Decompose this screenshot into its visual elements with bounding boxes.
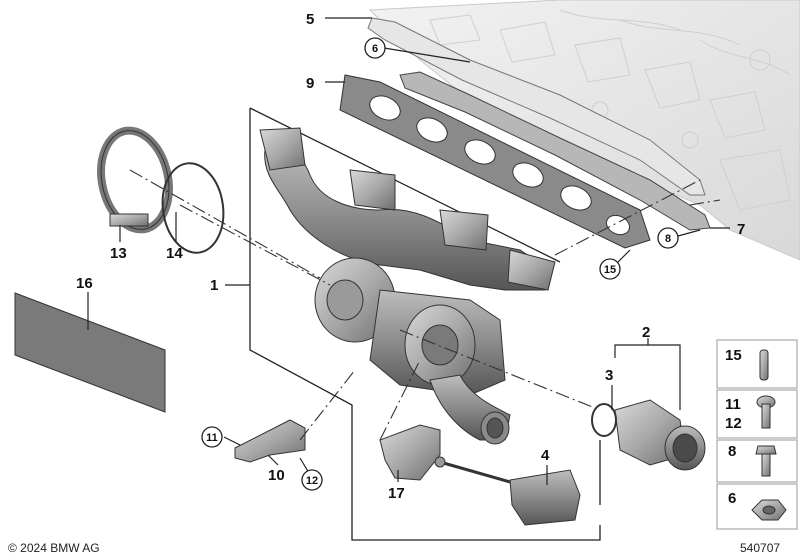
callout-15-circle: 15 bbox=[599, 258, 621, 280]
leader-lines bbox=[87, 17, 730, 485]
seal-ring-14 bbox=[161, 162, 225, 254]
svg-text:6: 6 bbox=[372, 43, 378, 55]
legend-8: 8 bbox=[728, 443, 736, 460]
callout-2: 2 bbox=[642, 324, 650, 341]
svg-text:12: 12 bbox=[306, 475, 318, 487]
insulation-panel-16 bbox=[14, 292, 166, 413]
callout-6-circle: 6 bbox=[364, 37, 386, 59]
legend-15: 15 bbox=[725, 347, 742, 364]
callout-17: 17 bbox=[388, 485, 405, 502]
legend-6: 6 bbox=[728, 490, 736, 507]
fastener-legend: 15 11 12 8 6 bbox=[716, 339, 798, 530]
dowel-pin-icon bbox=[759, 349, 769, 381]
hex-nut-icon bbox=[751, 499, 787, 521]
callout-8-circle: 8 bbox=[657, 227, 679, 249]
assembly-frame-1-top bbox=[249, 107, 561, 263]
actuator-4 bbox=[434, 456, 581, 526]
callout-16: 16 bbox=[76, 275, 93, 292]
callout-13: 13 bbox=[110, 245, 127, 262]
callout-4: 4 bbox=[541, 447, 550, 464]
seal-ring-3 bbox=[591, 403, 617, 437]
callout-9: 9 bbox=[306, 75, 314, 92]
turbocharger-assembly bbox=[259, 127, 556, 445]
callout-1: 1 bbox=[210, 277, 218, 294]
callout-11-circle: 11 bbox=[201, 426, 223, 448]
legend-12: 12 bbox=[725, 415, 742, 432]
copyright-text: © 2024 BMW AG bbox=[8, 541, 100, 555]
gasket-strip-6 bbox=[367, 17, 706, 196]
svg-text:8: 8 bbox=[665, 233, 671, 245]
assembly-frame-1 bbox=[249, 108, 601, 541]
outlet-elbow-2 bbox=[614, 399, 706, 471]
callout-5: 5 bbox=[306, 11, 314, 28]
alignment-lines bbox=[129, 169, 721, 441]
bracket-17 bbox=[379, 424, 441, 481]
manifold-gasket-9 bbox=[339, 74, 651, 249]
svg-text:15: 15 bbox=[604, 264, 616, 276]
callout-14: 14 bbox=[166, 245, 183, 262]
torx-bolt-icon bbox=[756, 395, 776, 429]
support-bracket-10 bbox=[234, 419, 306, 463]
diagram-number: 540707 bbox=[740, 541, 780, 555]
legend-11: 11 bbox=[725, 396, 741, 413]
callout-7: 7 bbox=[737, 221, 745, 238]
callout-3: 3 bbox=[605, 367, 613, 384]
v-band-clamp-13 bbox=[97, 126, 173, 234]
callout-10: 10 bbox=[268, 467, 285, 484]
svg-text:11: 11 bbox=[206, 432, 218, 444]
callout-12-circle: 12 bbox=[301, 469, 323, 491]
hex-bolt-icon bbox=[755, 445, 777, 477]
